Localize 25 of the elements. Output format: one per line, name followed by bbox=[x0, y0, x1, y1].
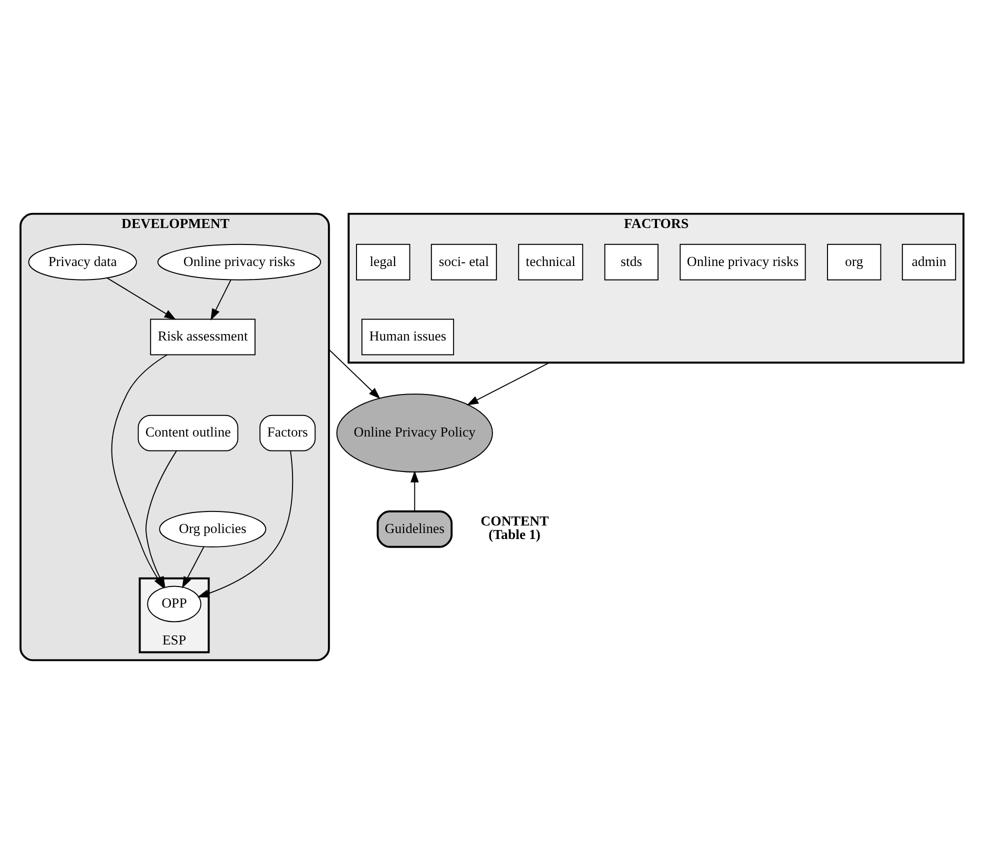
node-label: CONTENT (Table 1) bbox=[480, 512, 549, 542]
node-ellipse: OPP bbox=[147, 585, 202, 622]
node-ellipse: Privacy data bbox=[28, 243, 137, 280]
node-box: admin bbox=[902, 243, 956, 280]
node-ellipse: Org policies bbox=[159, 510, 266, 547]
arrow bbox=[466, 362, 550, 405]
node-box: org bbox=[827, 243, 882, 280]
arrow bbox=[197, 450, 294, 597]
node-box: Human issues bbox=[361, 318, 454, 355]
node-box: legal bbox=[356, 243, 410, 280]
node-ellipse: Online privacy risks bbox=[157, 243, 322, 280]
node-box: Content outline bbox=[138, 414, 238, 451]
node-ellipse: Online Privacy Policy bbox=[336, 393, 493, 472]
arrow bbox=[410, 470, 419, 512]
arrow bbox=[210, 279, 232, 320]
arrow bbox=[328, 348, 380, 399]
node-box: technical bbox=[518, 243, 584, 280]
node-box: Risk assessment bbox=[150, 318, 256, 355]
node-box: Online privacy risks bbox=[680, 243, 806, 280]
node-box: Factors bbox=[259, 414, 316, 451]
node-box: stds bbox=[604, 243, 659, 280]
node-box: soci- etal bbox=[430, 243, 497, 280]
arrow bbox=[182, 546, 204, 588]
node-box: Guidelines bbox=[376, 510, 453, 548]
arrow bbox=[106, 277, 176, 320]
